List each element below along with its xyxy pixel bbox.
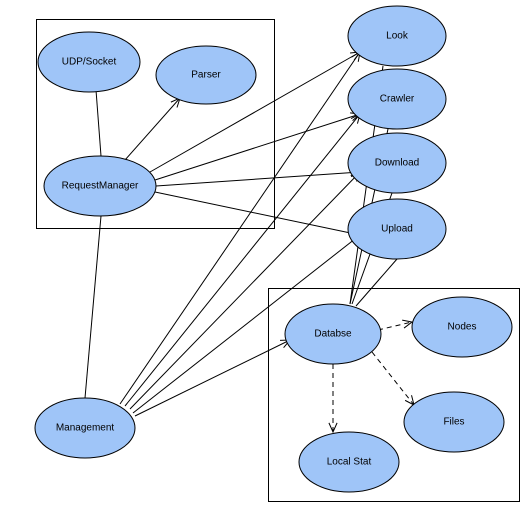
edge-management-to-download (129, 171, 361, 410)
upload-node[interactable]: Upload (347, 198, 447, 260)
edge-request-manager-to-download (155, 168, 362, 187)
edge-database-to-upload (355, 258, 398, 307)
upload-label: Upload (381, 224, 413, 235)
local-stat-node[interactable]: Local Stat (298, 431, 400, 493)
database-label: Databse (314, 329, 352, 340)
crawler-node[interactable]: Crawler (347, 68, 447, 130)
local-stat-label: Local Stat (327, 457, 372, 468)
management-node[interactable]: Management (34, 397, 136, 459)
look-label: Look (386, 31, 409, 42)
edge-database-to-nodes (377, 319, 414, 331)
udp-socket-label: UDP/Socket (62, 57, 117, 68)
download-node[interactable]: Download (347, 132, 447, 194)
storage-group-box (268, 288, 520, 502)
udp-socket-node[interactable]: UDP/Socket (37, 31, 141, 93)
download-label: Download (375, 158, 419, 169)
arrowhead (402, 319, 414, 329)
request-manager-node[interactable]: RequestManager (43, 155, 157, 217)
edge-request-manager-to-management (84, 215, 102, 399)
edge-udp-socket-to-request-manager (95, 89, 102, 157)
parser-node[interactable]: Parser (155, 45, 257, 105)
management-label: Management (56, 423, 115, 434)
edge-request-manager-to-parser (124, 97, 181, 161)
request-manager-label: RequestManager (62, 181, 139, 192)
nodes-node[interactable]: Nodes (411, 296, 513, 358)
look-node[interactable]: Look (347, 5, 447, 67)
network-group-box (36, 19, 275, 229)
arrowhead (328, 422, 338, 434)
files-node[interactable]: Files (403, 391, 505, 453)
crawler-label: Crawler (380, 94, 415, 105)
edge-request-manager-to-upload (154, 191, 362, 238)
edge-database-to-local-stat (328, 364, 338, 434)
edge-management-to-database (134, 339, 292, 417)
files-label: Files (443, 417, 464, 428)
parser-label: Parser (191, 70, 221, 81)
edge-database-to-files (371, 351, 415, 406)
edge-request-manager-to-crawler (154, 112, 362, 181)
database-node[interactable]: Databse (284, 303, 382, 365)
nodes-label: Nodes (448, 322, 477, 333)
